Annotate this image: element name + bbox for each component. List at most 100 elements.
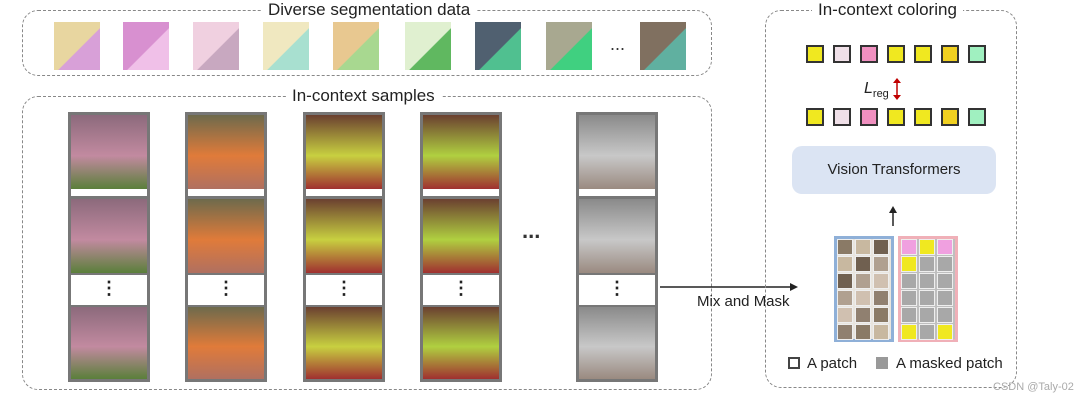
- sample-image: [71, 199, 147, 273]
- watermark: CSDN @Taly-02: [993, 381, 1074, 393]
- masked-grid-cell: [919, 290, 935, 306]
- image-grid-cell: [873, 239, 889, 255]
- segmentation-thumbnail: [546, 22, 592, 70]
- sample-strip: ⋮: [576, 112, 658, 382]
- masked-grid-cell: [937, 324, 953, 340]
- loss-arrow-icon: [893, 78, 901, 100]
- coloring-title: In-context coloring: [812, 0, 963, 20]
- masked-grid-cell: [901, 324, 917, 340]
- segmentation-thumbnail: [640, 22, 686, 70]
- sample-image: [423, 115, 499, 189]
- masked-grid-cell: [919, 273, 935, 289]
- sample-image: [71, 115, 147, 189]
- masked-patch-legend-icon: [876, 357, 888, 369]
- masked-grid-cell: [937, 256, 953, 272]
- image-grid-cell: [837, 324, 853, 340]
- segmentation-thumbnail: [193, 22, 239, 70]
- sample-image: [579, 199, 655, 273]
- image-grid-cell: [837, 307, 853, 323]
- patch-cell: [941, 45, 959, 63]
- masked-grid-cell: [919, 256, 935, 272]
- patch-cell: [914, 108, 932, 126]
- masked-grid-cell: [919, 324, 935, 340]
- loss-sub: reg: [872, 88, 889, 100]
- masked-grid-cell: [919, 307, 935, 323]
- sample-strip: ⋮: [420, 112, 502, 382]
- masked-grid-cell: [937, 273, 953, 289]
- segmentation-thumbnail: [123, 22, 169, 70]
- sample-image: [306, 307, 382, 379]
- sample-image: [188, 115, 264, 189]
- strip-dots: ⋮: [579, 275, 655, 305]
- loss-label: Lreg: [864, 80, 889, 100]
- segmentation-thumbnail: [333, 22, 379, 70]
- masked-grid-cell: [901, 307, 917, 323]
- image-grid-cell: [855, 290, 871, 306]
- image-grid-cell: [855, 256, 871, 272]
- strip-gap: [423, 189, 499, 196]
- strip-dots: ⋮: [188, 275, 264, 305]
- image-grid-cell: [837, 256, 853, 272]
- sample-image: [423, 199, 499, 273]
- image-grid-cell: [873, 307, 889, 323]
- patch-cell: [887, 108, 905, 126]
- strip-gap: [579, 189, 655, 196]
- sample-image: [423, 307, 499, 379]
- image-grid-cell: [837, 273, 853, 289]
- image-grid-cell: [855, 239, 871, 255]
- sample-image: [71, 307, 147, 379]
- patch-cell: [860, 45, 878, 63]
- image-grid-cell: [873, 273, 889, 289]
- sample-image: [579, 115, 655, 189]
- segmentation-thumbnail: [54, 22, 100, 70]
- patch-cell: [968, 108, 986, 126]
- patch-cell: [833, 45, 851, 63]
- strip-gap: [306, 189, 382, 196]
- loss-main: L: [864, 80, 873, 97]
- sample-strip: ⋮: [303, 112, 385, 382]
- image-grid-cell: [855, 307, 871, 323]
- masked-grid-cell: [901, 290, 917, 306]
- masked-grid-cell: [919, 239, 935, 255]
- patch-cell: [887, 45, 905, 63]
- segmentation-thumbnail: [405, 22, 451, 70]
- sample-image: [579, 307, 655, 379]
- samples-title: In-context samples: [286, 86, 441, 106]
- up-arrow-icon: [889, 206, 897, 226]
- masked-patch-legend-label: A masked patch: [896, 355, 1003, 372]
- vision-transformers-block: Vision Transformers: [792, 146, 996, 194]
- strip-dots: ⋮: [423, 275, 499, 305]
- image-grid-cell: [873, 324, 889, 340]
- mix-arrow: [660, 283, 798, 291]
- segmentation-thumbnail: [263, 22, 309, 70]
- image-grid-cell: [855, 273, 871, 289]
- patch-cell: [833, 108, 851, 126]
- strip-ellipsis: ...: [522, 218, 541, 243]
- thumbnail-ellipsis: ...: [610, 34, 626, 54]
- sample-image: [306, 199, 382, 273]
- masked-grid-cell: [937, 290, 953, 306]
- sample-image: [306, 115, 382, 189]
- sample-image: [188, 199, 264, 273]
- strip-gap: [71, 189, 147, 196]
- diverse-data-title: Diverse segmentation data: [262, 0, 477, 20]
- patch-cell: [914, 45, 932, 63]
- sample-image: [188, 307, 264, 379]
- image-grid-cell: [837, 239, 853, 255]
- patch-legend-icon: [788, 357, 800, 369]
- image-grid-cell: [873, 290, 889, 306]
- patch-cell: [806, 45, 824, 63]
- masked-grid-cell: [901, 256, 917, 272]
- strip-dots: ⋮: [306, 275, 382, 305]
- patch-cell: [941, 108, 959, 126]
- image-grid-cell: [837, 290, 853, 306]
- sample-strip: ⋮: [185, 112, 267, 382]
- masked-grid-cell: [901, 273, 917, 289]
- image-grid-cell: [873, 256, 889, 272]
- strip-dots: ⋮: [71, 275, 147, 305]
- patch-cell: [806, 108, 824, 126]
- patch-cell: [860, 108, 878, 126]
- segmentation-thumbnail: [475, 22, 521, 70]
- strip-gap: [188, 189, 264, 196]
- patch-legend-label: A patch: [807, 355, 858, 372]
